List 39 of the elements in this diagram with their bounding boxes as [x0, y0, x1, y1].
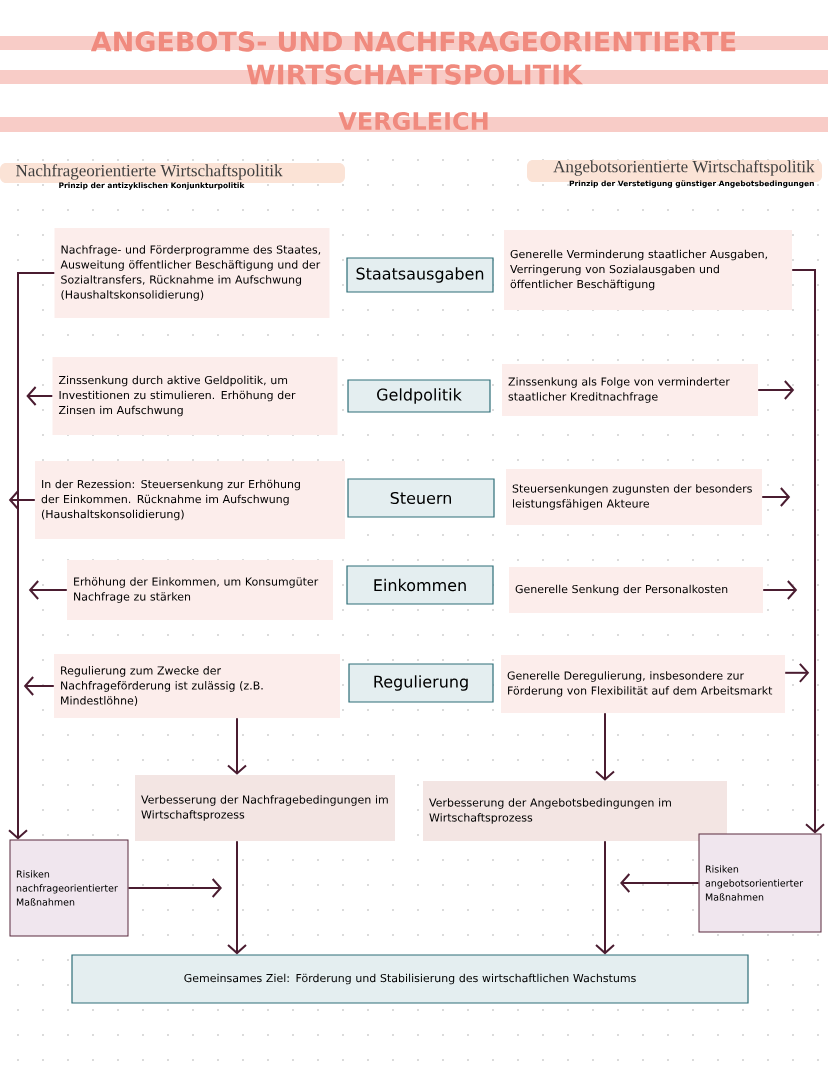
description-box: Regulierung zum Zwecke der Nachfrageförderung ist zulässig (z.B. Mindestlöhne): [54, 654, 340, 718]
goal-box: Gemeinsames Ziel: Förderung und Stabilisierung des wirtschaftlichen Wachstums: [71, 954, 749, 1004]
topic-box: Einkommen: [346, 565, 494, 605]
arrow: [8, 272, 56, 840]
arrow: [761, 487, 791, 507]
description-box: Generelle Verminderung staatlicher Ausgaben, Verringerung von Sozialausgaben und öffentlicher Beschäftigung: [504, 230, 792, 310]
risk-box: Risiken angebotsorientierter Maßnahmen: [698, 833, 822, 933]
description-box: Steuersenkungen zugunsten der besonders leistungsfähigen Akteure: [506, 469, 762, 525]
arrow: [227, 840, 247, 955]
risk-box: Risiken nachfrageorientierter Maßnahmen: [9, 839, 129, 937]
column-heading: Nachfrageorientierte Wirtschaftspolitik: [0, 163, 345, 183]
description-box: Zinssenkung durch aktive Geldpolitik, um Investitionen zu stimulieren. Erhöhung der Zinsen im Aufschwung: [52, 357, 338, 435]
description-box: Zinssenkung als Folge von verminderter staatlicher Kreditnachfrage: [502, 364, 758, 416]
arrow: [784, 662, 810, 683]
topic-box: Steuern: [347, 478, 495, 518]
arrow: [595, 712, 615, 781]
arrow: [620, 873, 700, 893]
subtitle: VERGLEICH: [0, 111, 828, 132]
topic-box: Geldpolitik: [347, 379, 491, 413]
arrow: [28, 580, 68, 600]
title: ANGEBOTS- UND NACHFRAGEORIENTIERTE WIRTSCHAFTSPOLITIK: [0, 31, 828, 85]
description-box: Erhöhung der Einkommen, um Konsumgüter Nachfrage zu stärken: [67, 560, 333, 620]
topic-box: Regulierung: [348, 663, 494, 703]
description-box: In der Rezession: Steuersenkung zur Erhöhung der Einkommen. Rücknahme im Aufschwung (Haushaltskonsolidierung): [35, 461, 345, 539]
arrow: [127, 878, 222, 898]
description-box: Generelle Deregulierung, insbesondere zur Förderung von Flexibilität auf dem Arbeitsmarkt: [501, 655, 785, 713]
arrow: [26, 386, 54, 406]
result-box: Verbesserung der Nachfragebedingungen im Wirtschaftsprozess: [135, 775, 395, 841]
topic-box: Staatsausgaben: [346, 257, 494, 293]
arrow: [227, 717, 247, 775]
arrow: [23, 676, 55, 696]
description-box: Nachfrage- und Förderprogramme des Staates, Ausweitung öffentlicher Beschäftigung und der Sozialtransfers, Rücknahme im Aufschwung (Haushaltskonsolidierung): [54, 228, 330, 318]
result-box: Verbesserung der Angebotsbedingungen im Wirtschaftsprozess: [423, 781, 727, 841]
arrow: [8, 490, 36, 510]
description-box: Generelle Senkung der Personalkosten: [509, 567, 763, 613]
arrow: [762, 580, 798, 600]
arrow: [595, 840, 615, 955]
arrow: [757, 380, 795, 400]
arrow: [791, 269, 825, 834]
